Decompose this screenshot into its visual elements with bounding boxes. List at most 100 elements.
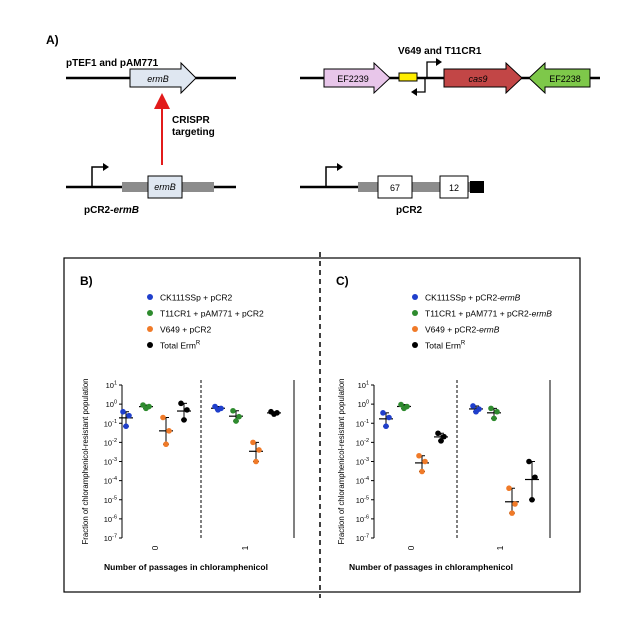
targeting-label: targeting (172, 127, 215, 138)
ef2239-gene-arrow (323, 61, 391, 95)
promoter-arrowhead-right (337, 163, 343, 171)
data-point (529, 496, 535, 503)
y-tick-label: 101 (106, 381, 117, 391)
x-tick-label: 0 (150, 545, 160, 550)
y-axis-label: Fraction of chloramphenicol-resistant po… (337, 379, 346, 545)
y-tick-label: 10-3 (356, 457, 369, 467)
x-tick-label: 1 (240, 545, 250, 550)
data-point (250, 439, 256, 446)
data-point (233, 418, 239, 424)
ptef1-pam771-title: pTEF1 and pAM771 (66, 58, 159, 69)
data-point (532, 474, 538, 481)
ef2239-label: EF2239 (337, 74, 369, 84)
ef2238-label: EF2238 (549, 74, 581, 84)
data-point (386, 414, 392, 421)
y-tick-label: 10-5 (356, 495, 369, 505)
y-tick-label: 10-2 (104, 438, 117, 448)
data-point (494, 408, 500, 415)
data-point (438, 438, 444, 444)
data-point (491, 415, 497, 422)
legend-marker (412, 326, 418, 332)
legend-marker (147, 326, 153, 332)
data-point (230, 407, 236, 414)
data-point (422, 458, 428, 465)
data-point (160, 414, 166, 421)
cas9-gene-arrow (443, 61, 523, 95)
legend-entry: T11CR1 + pAM771 + pCR2 (160, 309, 264, 319)
data-point (488, 405, 494, 412)
data-point (256, 447, 262, 453)
ermB-spacer-box (147, 175, 183, 199)
y-tick-label: 10-6 (104, 514, 117, 524)
data-point (236, 413, 242, 420)
data-point (416, 452, 422, 459)
promoter-reverse-head (411, 88, 417, 96)
legend-entry: CK111SSp + pCR2-ermB (425, 293, 521, 303)
data-point (166, 428, 172, 434)
panel-a: A) pTEF1 and pAM771 ermB CRISPR targetin… (46, 33, 600, 216)
spacer-12-box (439, 175, 469, 199)
spacer-12-label: 12 (449, 183, 459, 193)
grey-segment-right (358, 182, 470, 192)
legend-marker (412, 342, 418, 348)
y-tick-label: 10-4 (104, 476, 117, 486)
y-tick-label: 100 (106, 400, 117, 410)
ef2238-gene-arrow (528, 61, 591, 95)
x-tick-label: 1 (495, 545, 505, 550)
promoter-arrow-left (91, 166, 104, 187)
ermB-gene-arrow (129, 61, 197, 95)
y-tick-label: 10-7 (356, 534, 369, 544)
data-point (126, 412, 132, 419)
data-point (380, 410, 386, 416)
data-point (473, 408, 479, 415)
legend-entry: Total ErmR (425, 341, 466, 351)
data-point (401, 405, 407, 412)
panel-a-label: A) (46, 33, 59, 47)
data-point (398, 401, 404, 408)
y-tick-label: 10-1 (104, 419, 117, 429)
legend-marker (412, 310, 418, 316)
data-point (470, 403, 476, 409)
data-point (181, 417, 187, 423)
spacer-67-box (377, 175, 413, 199)
pcr2-label: pCR2 (396, 205, 423, 216)
y-tick-label: 101 (358, 381, 369, 391)
panel-label: B) (80, 274, 93, 288)
data-point (253, 458, 259, 465)
legend-entry: Total ErmR (160, 341, 201, 351)
legend-entry: V649 + pCR2-ermB (425, 325, 500, 335)
data-point (506, 485, 512, 492)
cas9-label: cas9 (468, 74, 487, 84)
y-tick-label: 10-5 (104, 495, 117, 505)
data-point (512, 501, 518, 507)
legend-marker (147, 310, 153, 316)
x-axis-label: Number of passages in chloramphenicol (349, 562, 513, 572)
legend-marker (147, 342, 153, 348)
promoter-forward (426, 61, 437, 78)
data-point (526, 458, 532, 465)
legend-marker (412, 294, 418, 300)
y-tick-label: 100 (358, 400, 369, 410)
y-tick-label: 10-3 (104, 457, 117, 467)
terminator-block (470, 181, 484, 193)
legend-marker (147, 294, 153, 300)
x-axis-label: Number of passages in chloramphenicol (104, 562, 268, 572)
y-tick-label: 10-1 (356, 419, 369, 429)
promoter-reverse (416, 78, 426, 93)
panels-bc-frame (63, 257, 581, 593)
y-tick-label: 10-4 (356, 476, 369, 486)
promoter-arrow-right (325, 166, 338, 187)
panel-label: C) (336, 274, 349, 288)
data-point (143, 405, 149, 412)
y-tick-label: 10-6 (356, 514, 369, 524)
data-point (178, 400, 184, 407)
data-point (435, 430, 441, 437)
data-point (509, 510, 515, 516)
data-point (271, 411, 277, 417)
yellow-element (398, 72, 418, 82)
legend-entry: CK111SSp + pCR2 (160, 293, 232, 303)
x-tick-label: 0 (406, 545, 416, 550)
data-point (123, 423, 129, 430)
